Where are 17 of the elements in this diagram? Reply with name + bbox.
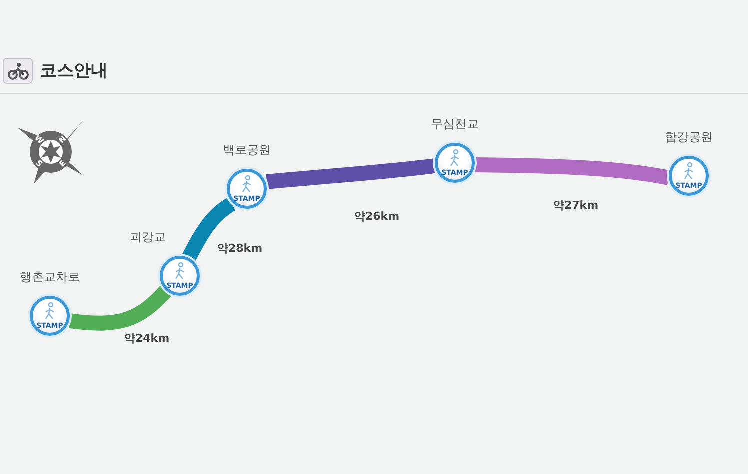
distance-label: 약28km [217, 241, 263, 256]
compass-letter: W [32, 133, 46, 146]
place-name: 합강공원 [665, 129, 713, 146]
place-name: 행촌교차로 [20, 269, 80, 286]
distance-label: 약24km [124, 331, 170, 346]
route-line [182, 198, 236, 262]
distance-label: 약26km [354, 209, 400, 224]
place-name: 무심천교 [431, 116, 479, 133]
distance-label: 약27km [553, 198, 599, 213]
place-name: 괴강교 [130, 229, 166, 246]
route-line [266, 158, 436, 190]
compass-letter: E [58, 158, 68, 169]
route-line [474, 158, 670, 186]
page-title: 코스안내 [40, 60, 108, 82]
compass-letter: N [57, 134, 68, 146]
compass-letter: S [34, 158, 44, 169]
place-name: 백로공원 [223, 142, 271, 159]
